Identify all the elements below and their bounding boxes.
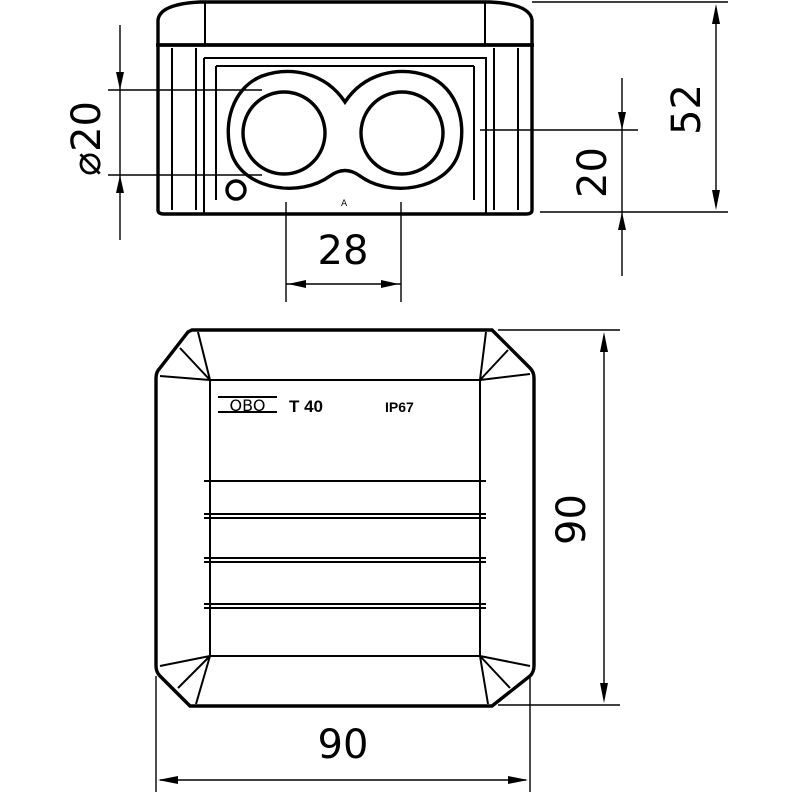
dim-arrow	[508, 776, 528, 784]
cable-entry-outline	[226, 69, 464, 190]
screw-hole	[225, 179, 247, 201]
cable-entry-hole-left	[241, 90, 327, 176]
dim-hole-diameter: ⌀20	[64, 25, 262, 240]
dim-width: 90	[155, 676, 531, 792]
dim-label-width: 90	[318, 722, 369, 768]
dim-arrow	[116, 175, 124, 193]
top-view: OBO T 40 IP67	[154, 328, 536, 708]
lid-corner-top-right	[479, 331, 531, 381]
lid-corner-bottom-left	[159, 655, 211, 705]
center-mark: A	[341, 199, 348, 209]
lid-corner-bottom-right	[479, 655, 531, 705]
dim-arrow	[618, 112, 626, 130]
lid-outline	[154, 328, 536, 708]
dim-depth: 90	[498, 329, 620, 706]
dim-label-height-entry: 20	[570, 147, 616, 198]
dim-arrow	[288, 280, 306, 288]
dim-arrow	[116, 72, 124, 90]
logo-text: OBO	[230, 396, 266, 415]
side-view: A	[156, 0, 534, 216]
obo-logo: OBO	[218, 396, 277, 415]
dim-arrow	[712, 190, 720, 210]
dim-arrow	[381, 280, 399, 288]
dim-arrow	[158, 776, 178, 784]
dim-label-height-total: 52	[664, 84, 710, 135]
dim-label-hole-diameter: ⌀20	[64, 101, 110, 176]
dim-label-hole-spacing: 28	[318, 228, 369, 274]
side-body-outline	[156, 45, 534, 216]
dim-height-total: 52	[532, 1, 728, 213]
dim-hole-spacing: 28	[285, 202, 402, 302]
cable-entry-hole-right	[359, 90, 445, 176]
dim-height-entry: 20	[480, 78, 638, 276]
dim-arrow	[600, 332, 608, 352]
model-label: T 40	[289, 397, 323, 416]
dim-arrow	[600, 683, 608, 703]
side-lid-outline	[156, 0, 534, 47]
dim-arrow	[618, 212, 626, 230]
ip-rating-label: IP67	[385, 399, 414, 415]
dim-arrow	[712, 4, 720, 24]
lid-corner-top-left	[159, 331, 211, 381]
side-face-panel	[203, 57, 487, 210]
dim-label-depth: 90	[549, 494, 595, 545]
